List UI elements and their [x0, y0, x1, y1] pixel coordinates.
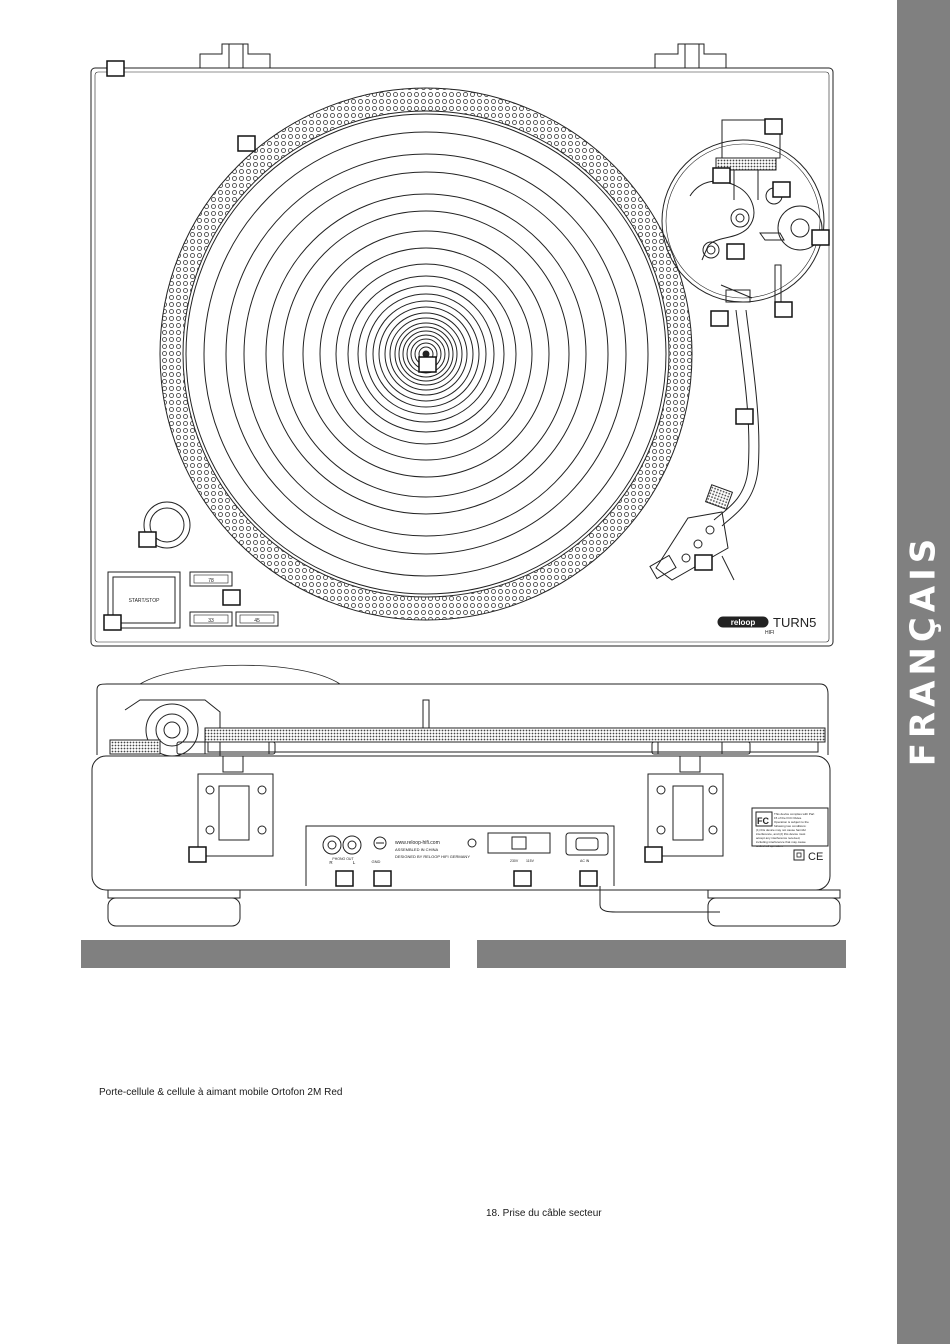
callout-box	[726, 243, 745, 260]
fcc-line: undesired operation.	[756, 844, 784, 848]
pitch-knob	[143, 501, 191, 549]
callout-box	[373, 870, 392, 887]
callout-box	[644, 846, 663, 863]
web-address: www.reloop-hifi.com	[395, 840, 440, 846]
assembled-label: ASSEMBLED IN CHINA	[395, 847, 438, 852]
phono-out-label: PHONO OUT	[332, 857, 354, 861]
callout-box	[188, 846, 207, 863]
start-stop-label: START/STOP	[129, 598, 161, 604]
fcc-line: (1) this device may not cause harmful	[756, 828, 806, 832]
language-side-tab: FRANÇAIS	[897, 0, 950, 1344]
callout-box	[772, 181, 791, 198]
channel-l-label: L	[353, 860, 356, 865]
ac-in-label: AC IN	[580, 859, 590, 863]
callout-box	[764, 118, 783, 135]
callout-box	[222, 589, 241, 606]
left-section-header	[81, 940, 450, 968]
callout-box	[418, 356, 437, 373]
ce-mark: CE	[808, 851, 823, 863]
callout-box	[138, 531, 157, 548]
speed-33-button	[189, 611, 233, 627]
callout-box	[103, 614, 122, 631]
start-stop-button-outer	[107, 571, 181, 629]
speed-33-label: 33	[208, 618, 214, 624]
fcc-line: accept any interference received,	[756, 836, 800, 840]
cartridge-item: Porte-cellule & cellule à aimant mobile …	[99, 1087, 343, 1098]
speed-45-button	[235, 611, 279, 627]
callout-boxes-top	[103, 60, 830, 631]
fcc-line: including interference that may cause	[756, 840, 806, 844]
model-label: TURN5	[773, 615, 816, 630]
platter	[159, 87, 693, 621]
callout-box	[735, 408, 754, 425]
callout-box	[579, 870, 598, 887]
hinge-top-left	[199, 43, 271, 69]
voltage-115-label: 115V	[526, 859, 535, 863]
fcc-logo: FC	[757, 816, 769, 826]
reloop-logo	[717, 616, 769, 628]
callout-box	[694, 554, 713, 571]
speed-45-label: 45	[254, 618, 260, 624]
right-section-header	[477, 940, 846, 968]
designed-label: DESIGNED BY RELOOP HIFI GERMANY	[395, 854, 470, 859]
tonearm	[649, 309, 760, 581]
callout-box	[106, 60, 125, 77]
callout-box	[237, 135, 256, 152]
fcc-line: interference, and (2) this device must	[756, 832, 806, 836]
brand-label: reloop	[731, 618, 756, 627]
voltage-230-label: 230V	[510, 859, 519, 863]
callout-boxes-rear	[188, 846, 663, 887]
speed-78-label: 78	[208, 578, 214, 584]
headshell	[649, 511, 735, 581]
model-sub-label: HIFI	[765, 630, 774, 636]
callout-box	[712, 167, 731, 184]
tonearm-base	[661, 119, 825, 308]
power-socket-item: 18. Prise du câble secteur	[486, 1208, 602, 1219]
plinth-outline	[90, 67, 834, 647]
callout-box	[774, 301, 793, 318]
hinge-top-right	[654, 43, 727, 69]
channel-r-label: R	[329, 860, 333, 865]
callout-box	[335, 870, 354, 887]
turntable-diagram: START/STOP 78 33 45 reloop TURN5 HIFI	[90, 43, 841, 927]
fcc-line: This device complies with Part	[774, 812, 815, 816]
gnd-label: GND	[372, 859, 381, 864]
callout-box	[811, 229, 830, 246]
fcc-line: following two conditions:	[774, 824, 807, 828]
fcc-line: 15 of the FCC Rules.	[774, 816, 802, 820]
top-view	[90, 43, 834, 647]
language-label: FRANÇAIS	[903, 533, 944, 767]
callout-box	[513, 870, 532, 887]
callout-box	[710, 310, 729, 327]
rear-view	[91, 664, 841, 927]
speed-78-button	[189, 571, 233, 587]
fcc-line: Operation is subject to the	[774, 820, 809, 824]
